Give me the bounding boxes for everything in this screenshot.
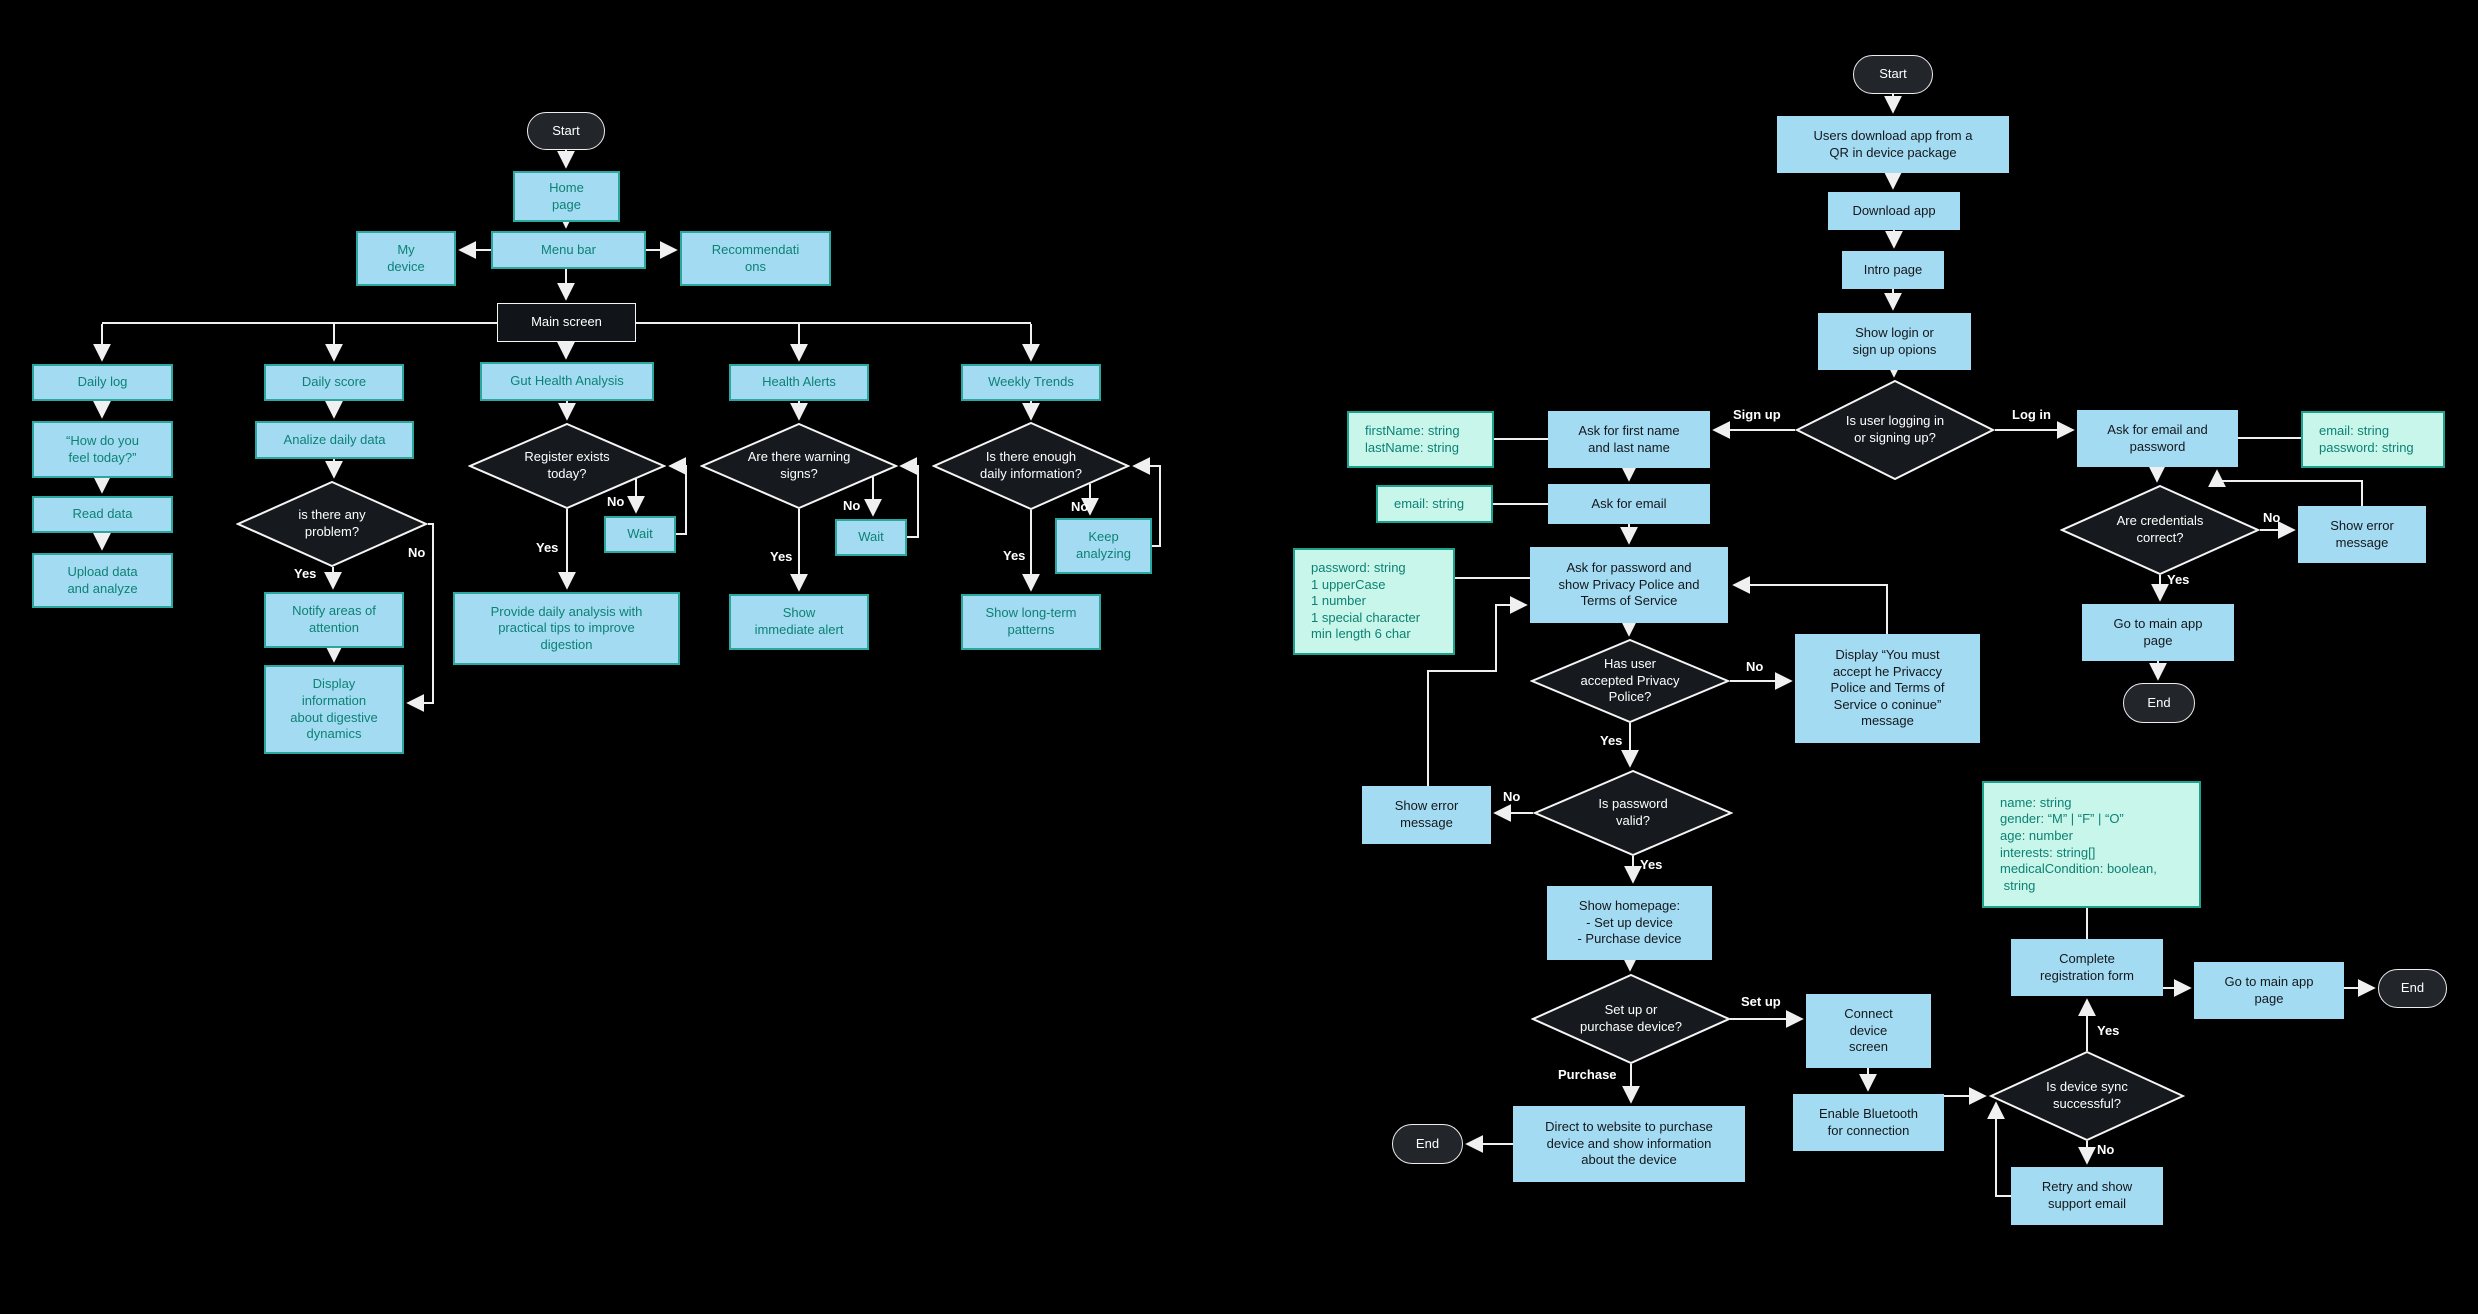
node-show-error-password[interactable]: Show error message	[1362, 786, 1491, 844]
decision-enough-info-label: Is there enough daily information?	[980, 449, 1082, 481]
edge-label-yes-credentials: Yes	[2167, 572, 2190, 587]
decision-register-exists[interactable]: Register exists today?	[468, 423, 666, 509]
node-my-device[interactable]: My device	[356, 231, 456, 286]
type-email-password[interactable]: email: string password: string	[2301, 411, 2445, 468]
edge-label-no-sync: No	[2097, 1142, 2115, 1157]
start-terminator-right[interactable]: Start	[1853, 55, 1933, 94]
node-upload-data[interactable]: Upload data and analyze	[32, 553, 173, 608]
end-terminator-signup[interactable]: End	[2378, 969, 2447, 1008]
node-read-data[interactable]: Read data	[32, 496, 173, 533]
node-display-digestive[interactable]: Display information about digestive dyna…	[264, 665, 404, 754]
decision-password-valid-label: Is password valid?	[1598, 796, 1668, 828]
node-ask-email-password[interactable]: Ask for email and password	[2077, 410, 2238, 467]
node-gut-health-analysis[interactable]: Gut Health Analysis	[480, 362, 654, 401]
node-direct-website[interactable]: Direct to website to purchase device and…	[1513, 1106, 1745, 1182]
decision-credentials-correct[interactable]: Are credentials correct?	[2060, 485, 2260, 575]
edge-label-no-enough: No	[1071, 499, 1089, 514]
node-show-longterm-patterns[interactable]: Show long-term patterns	[961, 594, 1101, 650]
node-retry-support[interactable]: Retry and show support email	[2011, 1167, 2163, 1225]
node-show-immediate-alert[interactable]: Show immediate alert	[729, 594, 869, 650]
start-terminator-left[interactable]: Start	[527, 112, 605, 150]
node-display-must-accept[interactable]: Display “You must accept he Privaccy Pol…	[1795, 634, 1980, 743]
node-ask-first-last-name[interactable]: Ask for first name and last name	[1548, 411, 1710, 468]
node-show-error-login[interactable]: Show error message	[2298, 506, 2426, 563]
node-ask-password-privacy[interactable]: Ask for password and show Privacy Police…	[1530, 547, 1728, 623]
node-qr-download[interactable]: Users download app from a QR in device p…	[1777, 116, 2009, 173]
edge-label-purchase: Purchase	[1558, 1067, 1617, 1082]
node-go-main-app-signup[interactable]: Go to main app page	[2194, 962, 2344, 1019]
edge-label-yes-password: Yes	[1640, 857, 1663, 872]
edge-label-yes-enough: Yes	[1003, 548, 1026, 563]
edge-label-set-up: Set up	[1741, 994, 1781, 1009]
decision-setup-or-purchase[interactable]: Set up or purchase device?	[1531, 974, 1731, 1064]
node-menu-bar[interactable]: Menu bar	[491, 231, 646, 269]
node-show-homepage[interactable]: Show homepage: - Set up device - Purchas…	[1547, 886, 1712, 960]
edge-label-yes-problem: Yes	[294, 566, 317, 581]
node-weekly-trends[interactable]: Weekly Trends	[961, 364, 1101, 401]
node-daily-log[interactable]: Daily log	[32, 364, 173, 401]
node-health-alerts[interactable]: Health Alerts	[729, 364, 869, 401]
node-provide-daily-analysis[interactable]: Provide daily analysis with practical ti…	[453, 592, 680, 665]
decision-device-sync-label: Is device sync successful?	[2046, 1079, 2128, 1111]
node-recommendations[interactable]: Recommendati ons	[680, 231, 831, 286]
node-home-page[interactable]: Home page	[513, 171, 620, 222]
edge-label-yes-privacy: Yes	[1600, 733, 1623, 748]
end-terminator-login[interactable]: End	[2123, 683, 2195, 723]
type-registration-fields[interactable]: name: string gender: “M” | “F” | “O” age…	[1982, 781, 2201, 908]
edge-label-yes-register: Yes	[536, 540, 559, 555]
decision-warning-signs[interactable]: Are there warning signs?	[700, 423, 898, 509]
node-keep-analyzing[interactable]: Keep analyzing	[1055, 518, 1152, 574]
decision-privacy-accepted-label: Has user accepted Privacy Police?	[1580, 656, 1680, 705]
decision-enough-info[interactable]: Is there enough daily information?	[932, 422, 1130, 510]
edge-label-yes-sync: Yes	[2097, 1023, 2120, 1038]
decision-login-or-signup-label: Is user logging in or signing up?	[1845, 413, 1945, 445]
decision-any-problem[interactable]: is there any problem?	[236, 481, 428, 567]
node-how-do-you-feel[interactable]: “How do you feel today?”	[32, 421, 173, 478]
edge-label-sign-up: Sign up	[1733, 407, 1781, 422]
node-show-login-signup[interactable]: Show login or sign up opions	[1818, 313, 1971, 370]
edge-label-yes-warning: Yes	[770, 549, 793, 564]
node-wait-gut[interactable]: Wait	[604, 516, 676, 553]
node-enable-bluetooth[interactable]: Enable Bluetooth for connection	[1793, 1094, 1944, 1151]
decision-credentials-correct-label: Are credentials correct?	[2116, 513, 2204, 545]
decision-login-or-signup[interactable]: Is user logging in or signing up?	[1795, 380, 1995, 480]
edge-label-no-register: No	[607, 494, 625, 509]
node-daily-score[interactable]: Daily score	[264, 364, 404, 401]
node-complete-registration[interactable]: Complete registration form	[2011, 939, 2163, 996]
decision-password-valid[interactable]: Is password valid?	[1533, 770, 1733, 856]
edge-label-log-in: Log in	[2012, 407, 2051, 422]
decision-device-sync[interactable]: Is device sync successful?	[1989, 1051, 2185, 1141]
node-analize-daily-data[interactable]: Analize daily data	[255, 421, 414, 459]
type-first-last-name[interactable]: firstName: string lastName: string	[1347, 411, 1494, 468]
decision-privacy-accepted[interactable]: Has user accepted Privacy Police?	[1530, 639, 1730, 723]
node-download-app[interactable]: Download app	[1828, 192, 1960, 230]
decision-any-problem-label: is there any problem?	[298, 507, 366, 539]
node-wait-alerts[interactable]: Wait	[835, 519, 907, 556]
decision-register-exists-label: Register exists today?	[524, 449, 610, 481]
decision-setup-or-purchase-label: Set up or purchase device?	[1580, 1002, 1682, 1034]
type-email[interactable]: email: string	[1376, 485, 1493, 523]
edge-label-no-credentials: No	[2263, 510, 2281, 525]
node-main-screen[interactable]: Main screen	[497, 303, 636, 342]
node-go-main-app-login[interactable]: Go to main app page	[2082, 604, 2234, 661]
decision-warning-signs-label: Are there warning signs?	[747, 449, 851, 481]
edge-label-no-warning: No	[843, 498, 861, 513]
edge-label-no-problem: No	[408, 545, 426, 560]
edge-label-no-privacy: No	[1746, 659, 1764, 674]
type-password-rules[interactable]: password: string 1 upperCase 1 number 1 …	[1293, 548, 1455, 655]
edge-label-no-password: No	[1503, 789, 1521, 804]
end-terminator-purchase[interactable]: End	[1392, 1124, 1463, 1164]
node-notify-areas[interactable]: Notify areas of attention	[264, 592, 404, 648]
node-ask-email[interactable]: Ask for email	[1548, 484, 1710, 524]
node-connect-device[interactable]: Connect device screen	[1806, 994, 1931, 1068]
node-intro-page[interactable]: Intro page	[1842, 251, 1944, 289]
